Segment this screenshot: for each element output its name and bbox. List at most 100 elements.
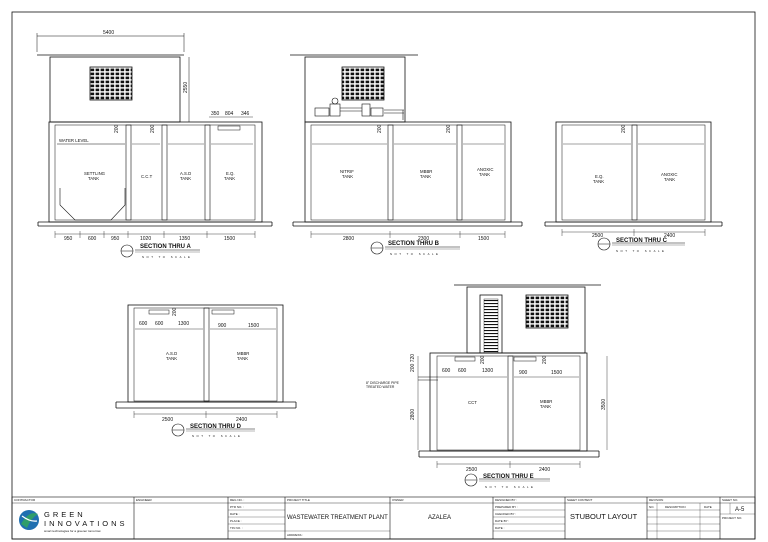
section-a-scale: NOT TO SCALE (142, 255, 192, 259)
revision-desc-header: DESCRIPTION (665, 505, 686, 509)
anoxic-tank-label: ANOXIC (477, 167, 493, 172)
dim-2550: 2550 (183, 82, 189, 93)
settling-tank-label: SETTLING (84, 171, 106, 176)
section-e (417, 284, 608, 487)
dim-346: 346 (241, 111, 250, 117)
section-b (290, 54, 523, 255)
sheet-no: A-5 (735, 507, 745, 513)
dim-600: 600 (155, 321, 164, 327)
pump-icon (314, 97, 404, 120)
tin-no-label: TIN NO. : (230, 526, 243, 530)
asd-tank-label: A.S.D (180, 171, 191, 176)
anoxic-tank-label: TANK (664, 177, 675, 182)
engineer-label: ENGINEER (136, 498, 153, 502)
section-d (115, 304, 297, 437)
revision-date-header: DATE (704, 505, 712, 509)
dim-600: 600 (458, 368, 467, 374)
cct-label: CCT (468, 400, 477, 405)
dim-200: 200 (542, 355, 548, 364)
dim-2800: 2800 (343, 236, 354, 242)
window-louver-icon (341, 66, 385, 101)
title-block (11, 496, 756, 540)
prepared-by-label: PREPARED BY : (495, 505, 518, 509)
reg-no-label: REG NO. : (230, 498, 245, 502)
mbbr-tank-label: MBBR (540, 399, 552, 404)
dim-2400: 2400 (664, 233, 675, 239)
dim-1300: 1300 (482, 368, 493, 374)
dim-950: 950 (111, 236, 120, 242)
asd-tank-label: TANK (180, 176, 191, 181)
dim-804: 804 (225, 111, 234, 117)
logo-text: GREEN (44, 510, 86, 519)
dim-200-720: 200 720 (410, 354, 416, 372)
dim-1020: 1020 (140, 236, 151, 242)
section-a (36, 33, 273, 258)
tank-c-body (555, 121, 712, 223)
dim-1500: 1500 (551, 370, 562, 376)
owner-name: AZALEA (428, 515, 451, 521)
section-b-scale: NOT TO SCALE (390, 252, 440, 256)
cct-label: C.C.T (141, 174, 153, 179)
section-c (544, 121, 723, 251)
asd-tank-label: A.S.D (166, 351, 177, 356)
contractor-label: CONTRACTOR (14, 498, 36, 502)
eq-tank-label: E.Q. (595, 174, 604, 179)
ptr-no-label: PTR NO. : (230, 505, 244, 509)
dim-2800: 2800 (410, 409, 416, 420)
section-a-title: SECTION THRU A (140, 244, 191, 250)
section-e-title: SECTION THRU E (483, 474, 534, 480)
dim-600: 600 (442, 368, 451, 374)
project-no-label: PROJECT NO. (722, 516, 742, 520)
dim-900: 900 (519, 370, 528, 376)
dim-2400: 2400 (539, 467, 550, 473)
dim-350: 350 (211, 111, 220, 117)
dim-2500: 2500 (592, 233, 603, 239)
project-title: WASTEWATER TREATMENT PLANT (287, 515, 388, 521)
dim-950: 950 (64, 236, 73, 242)
section-c-scale: NOT TO SCALE (616, 249, 666, 253)
mbbr-tank-label: MBBR (237, 351, 249, 356)
nitrif-tank-label: TANK (342, 174, 353, 179)
designed-by-label: DESIGNED BY : (495, 498, 517, 502)
mbbr-tank-label: TANK (237, 356, 248, 361)
dim-2500: 2500 (162, 417, 173, 423)
dim-200: 200 (621, 124, 627, 133)
dim-600: 600 (139, 321, 148, 327)
dim-1500: 1500 (248, 323, 259, 329)
dim-2400: 2400 (236, 417, 247, 423)
dim-200: 200 (172, 307, 178, 316)
section-e-scale: NOT TO SCALE (485, 485, 535, 489)
date-issued-label: DATE : (230, 512, 240, 516)
dim-1500: 1500 (224, 236, 235, 242)
revision-no-header: NO. (649, 505, 655, 509)
dim-2500: 2500 (466, 467, 477, 473)
logo-tagline: smart technologies for a greener tomorro… (44, 529, 101, 533)
eq-tank-label: TANK (593, 179, 604, 184)
date-by-label: DATE BY : (495, 519, 509, 523)
sheet-no-label: SHEET NO. (722, 498, 738, 502)
owner-label: OWNER (392, 498, 404, 502)
dim-2300: 2300 (418, 236, 429, 242)
dim-1300: 1300 (178, 321, 189, 327)
dim-600: 600 (88, 236, 97, 242)
company-logo-icon (19, 510, 39, 530)
dim-200: 200 (377, 124, 383, 133)
eq-tank-label: E.Q. (226, 171, 235, 176)
window-louver-icon (525, 294, 569, 329)
anoxic-tank-label: ANOXIC (661, 172, 677, 177)
place-label: PLACE : (230, 519, 242, 523)
dim-1500: 1500 (478, 236, 489, 242)
discharge-pipe-label: 8" DISCHARGE PIPE (366, 381, 400, 385)
dim-200: 200 (150, 124, 156, 133)
mbbr-tank-label: TANK (420, 174, 431, 179)
checked-by-label: CHECKED BY : (495, 512, 516, 516)
section-b-title: SECTION THRU B (388, 241, 440, 247)
revision-label: REVISION (649, 498, 663, 502)
discharge-pipe-label: TREATED WATER (366, 385, 395, 389)
dim-200: 200 (114, 124, 120, 133)
dim-1350: 1350 (179, 236, 190, 242)
anoxic-tank-label: TANK (479, 172, 490, 177)
section-c-title: SECTION THRU C (616, 238, 668, 244)
eq-tank-label: TANK (224, 176, 235, 181)
